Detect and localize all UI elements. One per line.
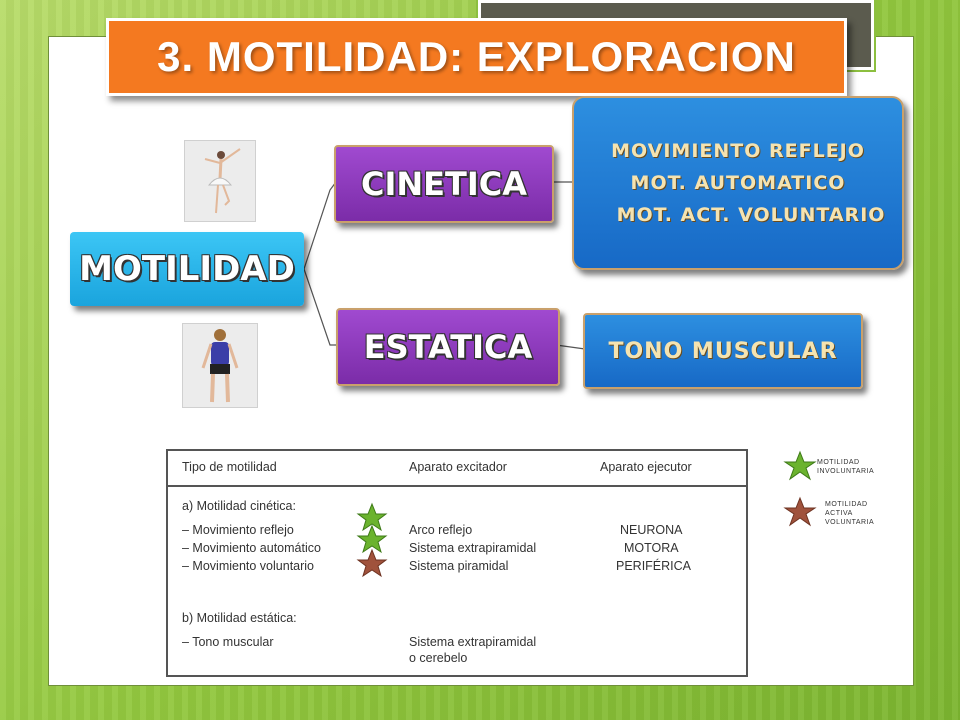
standing-woman-photo xyxy=(182,323,258,408)
branch-estatica-box: ESTATICA xyxy=(336,308,560,386)
tono-muscular-box: TONO MUSCULAR xyxy=(583,313,863,389)
legend-involuntaria: MOTILIDAD INVOLUNTARIA xyxy=(817,459,875,475)
slide-title: 3. MOTILIDAD: EXPLORACION xyxy=(106,18,847,96)
table-cell: Sistema extrapiramidal xyxy=(409,635,537,649)
ejecutor-line-1: NEURONA xyxy=(620,523,683,537)
table-row: – Movimiento reflejo xyxy=(182,523,294,537)
table-cell: o cerebelo xyxy=(409,651,468,665)
cinetica-items-box: MOVIMIENTO REFLEJO MOT. AUTOMATICO MOT. … xyxy=(572,96,904,270)
table-row: – Movimiento voluntario xyxy=(182,559,315,573)
header-ejecutor: Aparato ejecutor xyxy=(600,460,692,474)
item-mot-automatico: MOT. AUTOMATICO xyxy=(630,172,846,194)
item-movimiento-reflejo: MOVIMIENTO REFLEJO xyxy=(611,140,865,162)
table-cell: Sistema piramidal xyxy=(409,559,509,573)
ejecutor-line-3: PERIFÉRICA xyxy=(616,559,692,573)
root-motilidad-box: MOTILIDAD xyxy=(70,232,304,306)
section-b-label: b) Motilidad estática: xyxy=(182,611,297,625)
item-mot-act-voluntario: MOT. ACT. VOLUNTARIO xyxy=(616,204,886,226)
ballerina-photo xyxy=(184,140,256,222)
section-a-label: a) Motilidad cinética: xyxy=(182,499,296,513)
legend-voluntaria: MOTILIDAD ACTIVA VOLUNTARIA xyxy=(825,501,875,526)
table-header: Tipo de motilidad Aparato excitador Apar… xyxy=(168,451,746,487)
table-row: – Tono muscular xyxy=(182,635,274,649)
header-tipo: Tipo de motilidad xyxy=(182,460,277,474)
connector-root-cinetica xyxy=(303,181,337,270)
table-row: – Movimiento automático xyxy=(182,541,321,555)
table-cell: Arco reflejo xyxy=(409,523,473,537)
ejecutor-line-2: MOTORA xyxy=(624,541,679,555)
header-excitador: Aparato excitador xyxy=(409,460,507,474)
table-cell: Sistema extrapiramidal xyxy=(409,541,537,555)
branch-cinetica-box: CINETICA xyxy=(334,145,554,223)
motilidad-table: Tipo de motilidad Aparato excitador Apar… xyxy=(166,449,748,677)
connector-estatica-tono xyxy=(555,344,586,350)
connector-root-estatica xyxy=(303,268,338,346)
